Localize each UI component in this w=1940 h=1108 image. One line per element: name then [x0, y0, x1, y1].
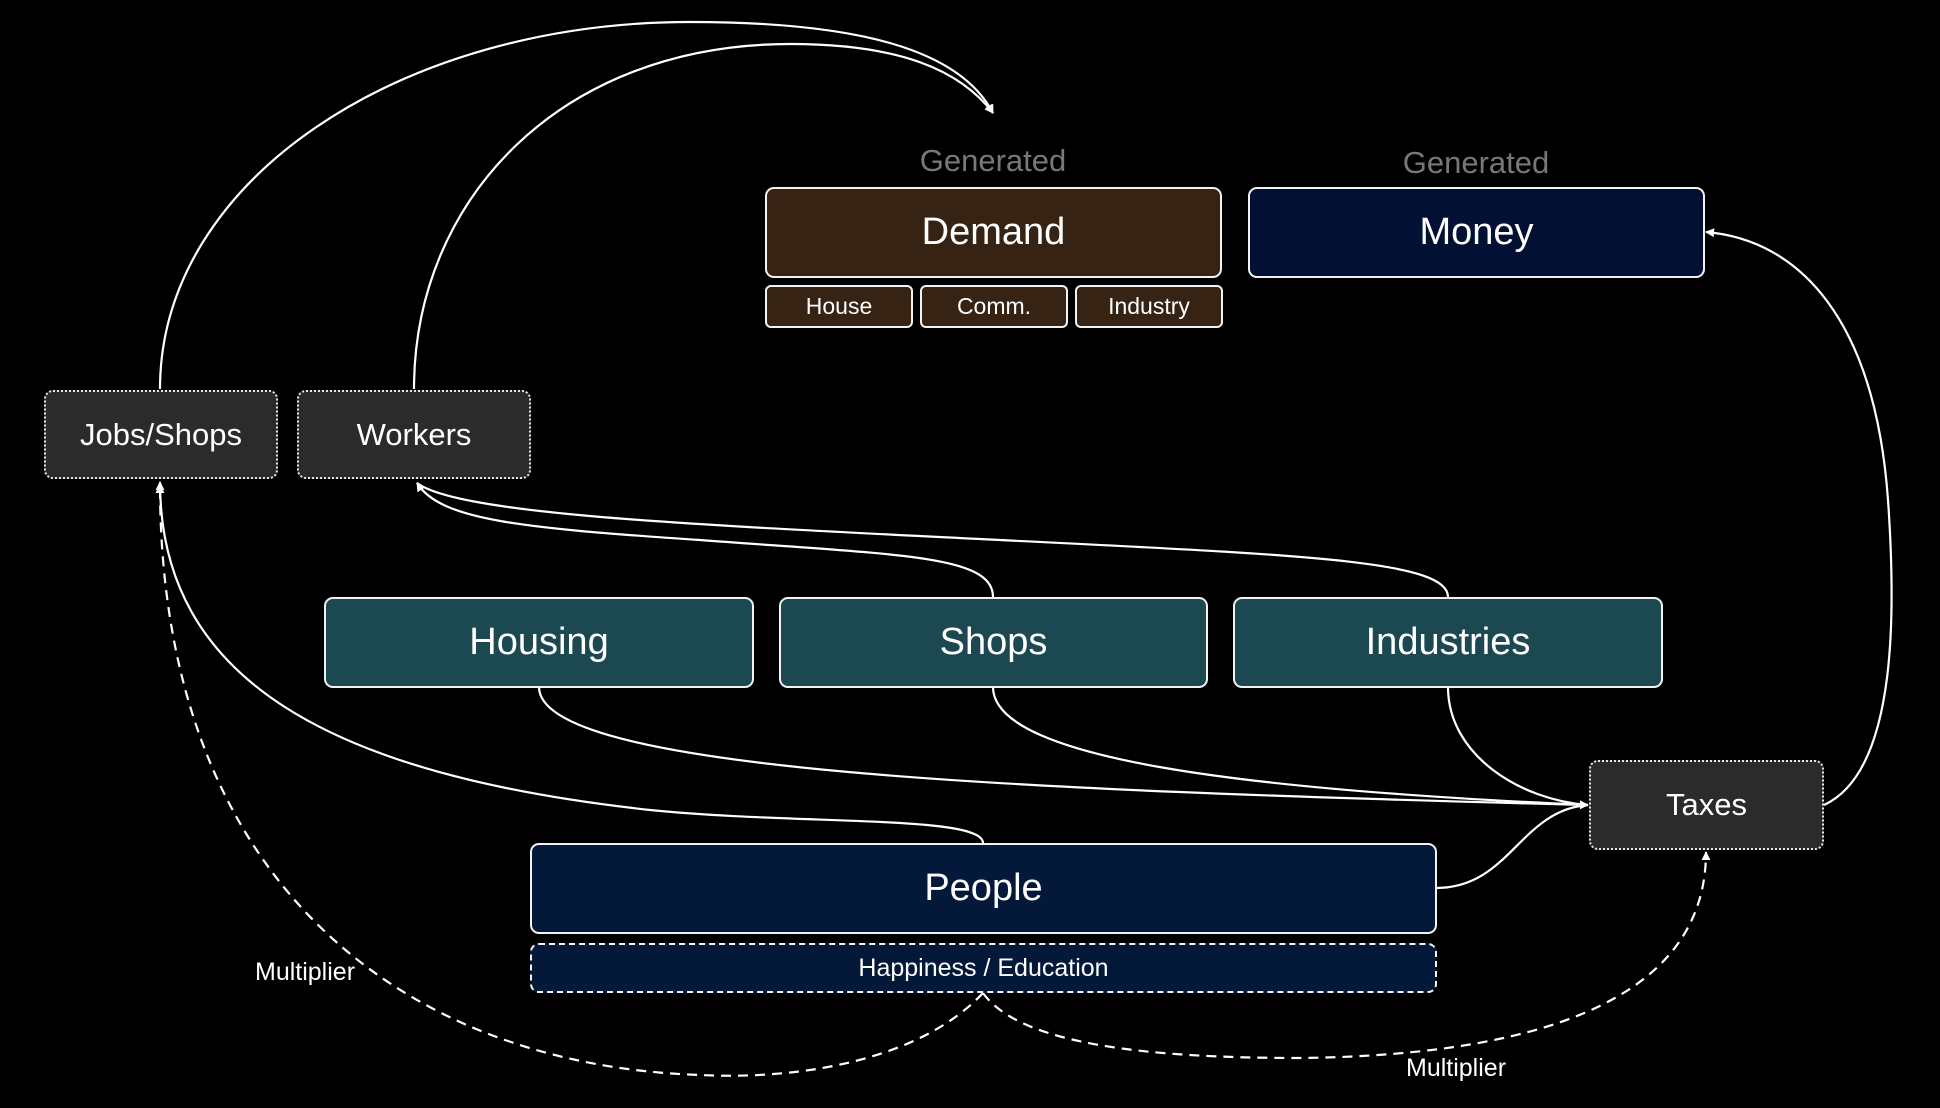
- edge-industries-to-workers: [416, 482, 1450, 598]
- money-node: Money: [1248, 187, 1705, 278]
- edge-happiness-to-jobs-multiplier: [155, 484, 984, 1077]
- edge-people-to-taxes: [1435, 803, 1589, 890]
- demand-commercial-node: Comm.: [920, 285, 1068, 328]
- edge-jobs-to-demand: [158, 20, 994, 390]
- edge-shops-to-taxes: [991, 686, 1589, 807]
- workers-node: Workers: [297, 390, 531, 479]
- edge-people-to-jobs: [155, 481, 985, 844]
- demand-caption: Generated: [919, 143, 1067, 178]
- right-multiplier-label: Multiplier: [1406, 1054, 1507, 1082]
- shops-node: Shops: [779, 597, 1208, 688]
- edge-housing-to-taxes: [537, 686, 1589, 810]
- edge-taxes-to-money: [1705, 228, 1893, 806]
- happiness-education-node: Happiness / Education: [530, 943, 1437, 993]
- edge-shops-to-workers: [416, 482, 995, 598]
- edge-happiness-to-taxes-multiplier: [982, 851, 1711, 1060]
- demand-industry-node: Industry: [1075, 285, 1223, 328]
- edge-industries-to-taxes: [1446, 686, 1589, 807]
- demand-house-node: House: [765, 285, 913, 328]
- money-caption: Generated: [1402, 145, 1550, 180]
- jobs-shops-node: Jobs/Shops: [44, 390, 278, 479]
- people-node: People: [530, 843, 1437, 934]
- demand-node: Demand: [765, 187, 1222, 278]
- left-multiplier-label: Multiplier: [255, 958, 356, 986]
- housing-node: Housing: [324, 597, 754, 688]
- taxes-node: Taxes: [1589, 760, 1824, 850]
- edge-workers-to-demand: [412, 42, 994, 390]
- industries-node: Industries: [1233, 597, 1663, 688]
